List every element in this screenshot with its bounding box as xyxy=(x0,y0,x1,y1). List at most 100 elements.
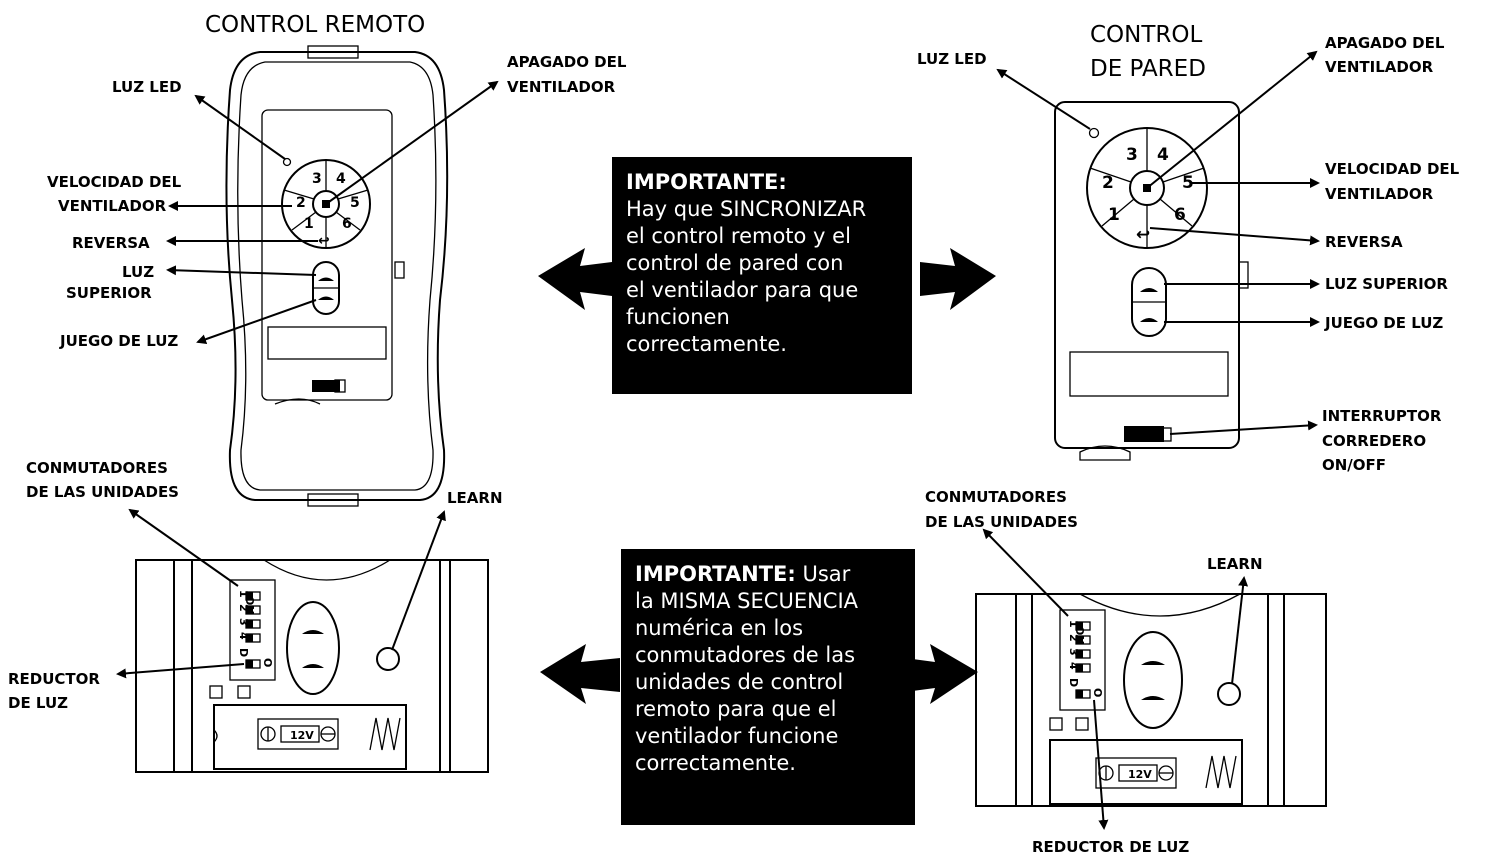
remote-back-light-icon xyxy=(302,630,324,634)
remote-control-front: CONTROL REMOTO 3 4 2 5 xyxy=(47,12,627,507)
wall-btn-2[interactable]: 2 xyxy=(1102,173,1114,193)
wall-back-light-icon xyxy=(1141,661,1165,665)
important2-line-7: correctamente. xyxy=(635,751,796,775)
wall-reverse-icon[interactable]: ↩ xyxy=(1136,225,1150,245)
wall-dip-2: 2 xyxy=(1067,634,1080,642)
sync-arrow-top xyxy=(538,248,996,310)
wall-control-back: ON 1 2 3 4 D O 12V CON xyxy=(925,488,1327,856)
remote-title: CONTROL REMOTO xyxy=(205,12,425,38)
remote-back-light-buttons[interactable] xyxy=(286,601,340,695)
remote-dimmer-label-2: DE LUZ xyxy=(8,694,68,712)
important2-line-4: unidades de control xyxy=(635,670,844,694)
remote-dimmer-label-1: REDUCTOR xyxy=(8,670,100,688)
wall-speed-label-2: VENTILADOR xyxy=(1325,185,1434,203)
wall-btn-1[interactable]: 1 xyxy=(1108,205,1120,225)
important-heading-2: IMPORTANTE: xyxy=(635,562,796,586)
remote-btn-2[interactable]: 2 xyxy=(296,195,306,211)
important-box-sync: IMPORTANTE: Hay que SINCRONIZAR el contr… xyxy=(612,157,912,394)
important1-line-1: Hay que SINCRONIZAR xyxy=(626,197,867,221)
important2-line-6: ventilador funcione xyxy=(635,724,839,748)
remote-btn-1[interactable]: 1 xyxy=(304,216,314,232)
remote-dip-4: 4 xyxy=(237,632,250,640)
important1-line-5: funcionen xyxy=(626,305,730,329)
remote-button-wheel[interactable]: 3 4 2 5 1 6 ↩ xyxy=(281,159,371,249)
remote-learn-button[interactable] xyxy=(376,647,400,671)
wall-dip-label-1: CONMUTADORES xyxy=(925,488,1067,506)
remote-btn-5[interactable]: 5 xyxy=(350,195,360,211)
important1-line-2: el control remoto y el xyxy=(626,224,851,248)
wall-off-label-2: VENTILADOR xyxy=(1325,58,1434,76)
important2-line-3: conmutadores de las xyxy=(635,643,856,667)
wall-battery-label: 12V xyxy=(1128,768,1152,781)
wall-dip-label-2: DE LAS UNIDADES xyxy=(925,513,1078,531)
important-box-sequence: IMPORTANTE: Usar la MISMA SECUENCIA numé… xyxy=(621,549,915,825)
remote-dip-label-2: DE LAS UNIDADES xyxy=(26,483,179,501)
remote-light-game-label: JUEGO DE LUZ xyxy=(59,332,178,350)
wall-speed-label-1: VELOCIDAD DEL xyxy=(1325,160,1460,178)
remote-dip-3: 3 xyxy=(237,618,250,626)
important2-first-rest: Usar xyxy=(795,562,851,586)
wall-back-game-icon xyxy=(1141,696,1165,700)
wall-light-buttons[interactable] xyxy=(1131,267,1167,337)
remote-dip-1: 1 xyxy=(237,590,250,598)
remote-led-icon xyxy=(282,157,292,167)
remote-dip-o-label: O xyxy=(261,658,274,667)
wall-led-icon xyxy=(1088,127,1100,139)
important-heading-1: IMPORTANTE: xyxy=(626,170,787,194)
remote-battery-label: 12V xyxy=(290,729,314,742)
wall-btn-5[interactable]: 5 xyxy=(1182,173,1194,193)
wall-light-game-label: JUEGO DE LUZ xyxy=(1324,314,1443,332)
remote-btn-4[interactable]: 4 xyxy=(336,171,346,187)
wall-reverse-label: REVERSA xyxy=(1325,233,1403,251)
remote-back-game-icon xyxy=(302,664,324,668)
remote-dip-d: D xyxy=(237,648,250,657)
important1-line-3: control de pared con xyxy=(626,251,844,275)
wall-learn-label: LEARN xyxy=(1207,555,1263,573)
remote-dip-switches[interactable]: ON 1 2 3 4 D O xyxy=(237,590,274,669)
remote-dip-2: 2 xyxy=(237,604,250,612)
remote-light-buttons[interactable] xyxy=(312,261,340,315)
important2-line-5: remoto para que el xyxy=(635,697,837,721)
remote-speed-label-1: VELOCIDAD DEL xyxy=(47,173,182,191)
remote-led-label: LUZ LED xyxy=(112,78,182,96)
wall-dip-4: 4 xyxy=(1067,662,1080,670)
remote-learn-label: LEARN xyxy=(447,489,503,507)
remote-off-label-2: VENTILADOR xyxy=(507,78,616,96)
wall-light-game-icon xyxy=(1140,318,1158,322)
remote-light-label-2: SUPERIOR xyxy=(66,284,152,302)
wall-title-2: DE PARED xyxy=(1090,56,1206,82)
remote-off-label-1: APAGADO DEL xyxy=(507,53,627,71)
wall-switch-label-1: INTERRUPTOR xyxy=(1322,407,1442,425)
wall-off-label-1: APAGADO DEL xyxy=(1325,34,1445,52)
wall-dip-3: 3 xyxy=(1067,648,1080,656)
remote-control-back: ON 1 2 3 4 D O 12V xyxy=(8,459,503,773)
wall-learn-button[interactable] xyxy=(1217,682,1241,706)
wall-light-icon xyxy=(1140,288,1158,292)
wall-dimmer-label: REDUCTOR DE LUZ xyxy=(1032,838,1189,856)
important2-line-1: la MISMA SECUENCIA xyxy=(635,589,859,613)
remote-light-icon xyxy=(318,277,334,281)
wall-back-light-buttons[interactable] xyxy=(1123,631,1183,729)
important2-line-2: numérica en los xyxy=(635,616,804,640)
remote-reverse-icon[interactable]: ↩ xyxy=(318,233,330,249)
remote-btn-3[interactable]: 3 xyxy=(312,171,322,187)
wall-btn-6[interactable]: 6 xyxy=(1174,205,1186,225)
wall-control-front: CONTROL DE PARED 3 4 2 5 1 6 ↩ xyxy=(917,22,1460,474)
remote-dip-label-1: CONMUTADORES xyxy=(26,459,168,477)
wall-dip-1: 1 xyxy=(1067,620,1080,628)
wall-dip-d: D xyxy=(1067,678,1080,687)
wall-light-label: LUZ SUPERIOR xyxy=(1325,275,1448,293)
wall-button-wheel[interactable]: 3 4 2 5 1 6 ↩ xyxy=(1086,127,1208,249)
wall-dip-o-label: O xyxy=(1091,688,1104,697)
important1-line-6: correctamente. xyxy=(626,332,787,356)
wall-switch-label-2: CORREDERO xyxy=(1322,432,1426,450)
wall-dip-switches[interactable]: ON 1 2 3 4 D O xyxy=(1067,620,1104,699)
sync-arrow-bottom xyxy=(540,644,978,704)
wall-btn-3[interactable]: 3 xyxy=(1126,145,1138,165)
remote-reverse-label: REVERSA xyxy=(72,234,150,252)
remote-light-label-1: LUZ xyxy=(122,263,154,281)
wall-btn-4[interactable]: 4 xyxy=(1157,145,1169,165)
remote-btn-6[interactable]: 6 xyxy=(342,216,352,232)
remote-speed-label-2: VENTILADOR xyxy=(58,197,167,215)
important1-line-4: el ventilador para que xyxy=(626,278,859,302)
